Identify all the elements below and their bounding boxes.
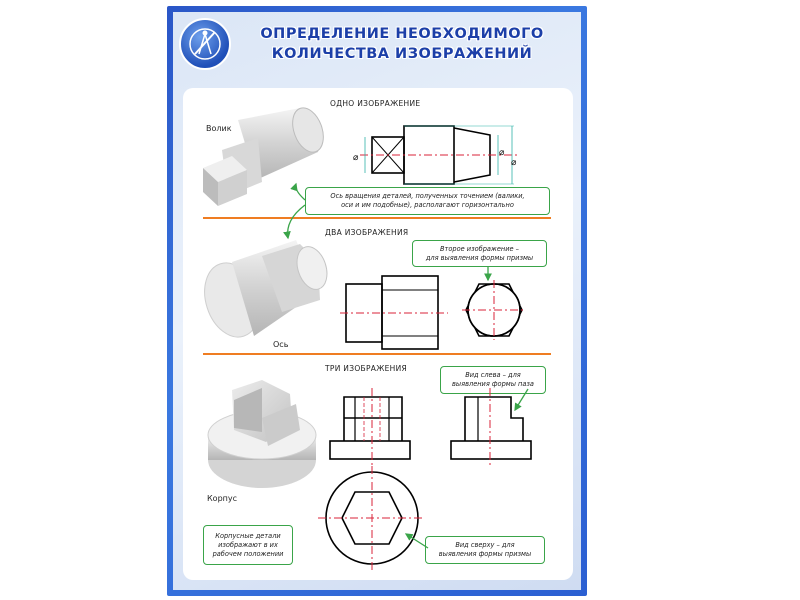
axle-3d-illustration: [204, 240, 328, 338]
section-title-two: ДВА ИЗОБРАЖЕНИЯ: [325, 228, 409, 237]
diameter-symbol-2: ⌀: [499, 148, 505, 158]
page-title: ОПРЕДЕЛЕНИЕ НЕОБХОДИМОГО КОЛИЧЕСТВА ИЗОБ…: [237, 24, 567, 64]
arrow-to-left-view: [514, 388, 529, 412]
callout-top-view-line-2: выявления формы призмы: [438, 550, 532, 558]
callout-housing-line-1: Корпусные детали: [215, 531, 281, 540]
part-label-axle: Ось: [273, 340, 289, 349]
section-divider-1: [203, 217, 551, 219]
section-title-three: ТРИ ИЗОБРАЖЕНИЯ: [325, 364, 407, 373]
diameter-symbol-3: ⌀: [511, 158, 517, 168]
title-line-1: ОПРЕДЕЛЕНИЕ НЕОБХОДИМОГО: [260, 26, 544, 42]
compass-drafting-icon: [179, 18, 231, 70]
arrow-to-axle: [283, 204, 306, 240]
callout-left-view-line-2: выявления формы паза: [452, 380, 534, 388]
callout-housing-line-2: изображают в их: [218, 540, 278, 549]
housing-3d-illustration: [207, 380, 317, 488]
callout-top-view-line-1: Вид сверху – для: [455, 541, 515, 549]
callout-axis-line-1: Ось вращения деталей, полученных точение…: [330, 192, 525, 200]
axle-side-view: [462, 280, 526, 340]
housing-top-view: [318, 466, 424, 570]
callout-housing-line-3: рабочем положении: [212, 549, 284, 558]
section-divider-2: [203, 353, 551, 355]
shaft-3d-illustration: [203, 107, 324, 206]
housing-side-view: [450, 388, 532, 465]
callout-second-view-line-1: Второе изображение –: [440, 244, 519, 253]
housing-front-view: [329, 388, 411, 465]
callout-axis-orientation: Ось вращения деталей, полученных точение…: [305, 187, 550, 215]
section-title-one: ОДНО ИЗОБРАЖЕНИЕ: [330, 99, 421, 108]
callout-second-view-line-2: для выявления формы призмы: [425, 253, 534, 262]
callout-second-view: Второе изображение – для выявления формы…: [412, 240, 547, 267]
arrow-to-top-view: [404, 533, 429, 549]
callout-top-view: Вид сверху – для выявления формы призмы: [425, 536, 545, 564]
part-label-shaft: Волик: [206, 124, 232, 133]
callout-axis-line-2: оси и им подобные), располагают горизонт…: [341, 201, 514, 209]
arrow-to-shaft: [290, 182, 306, 201]
callout-housing: Корпусные детали изображают в их рабочем…: [203, 525, 293, 565]
diameter-symbol-1: ⌀: [353, 153, 359, 163]
shaft-drawing: [360, 125, 520, 185]
part-label-housing: Корпус: [207, 494, 238, 503]
axle-front-view: [340, 275, 448, 350]
title-line-2: КОЛИЧЕСТВА ИЗОБРАЖЕНИЙ: [271, 46, 533, 62]
callout-left-view-line-1: Вид слева – для: [465, 371, 521, 379]
